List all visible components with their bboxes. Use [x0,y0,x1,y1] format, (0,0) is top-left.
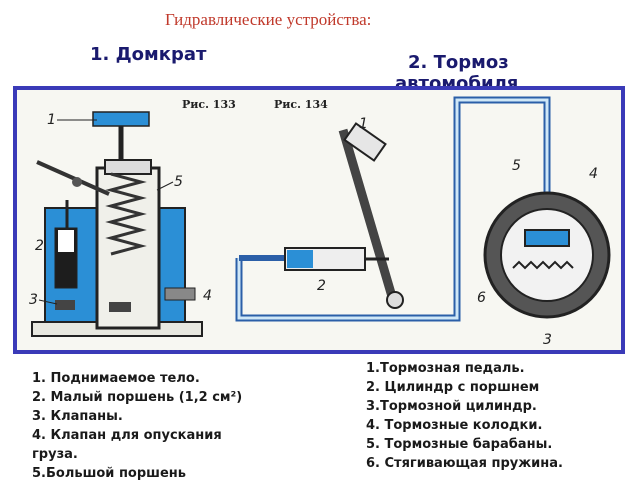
jack-legend-item: 2. Малый поршень (1,2 см²) [32,390,243,405]
piston-spring [105,172,147,256]
brake-illustration: 1 2 3 4 5 6 [235,96,611,348]
brake-callout-5: 5 [512,158,521,174]
jack-legend-item: 5.Большой поршень [32,466,186,481]
brake-pedal[interactable] [343,122,387,162]
brake-callout-4: 4 [589,166,598,182]
jack-callout-4: 4 [203,288,212,304]
release-valve [164,287,196,301]
brake-callout-2: 2 [317,278,326,294]
diagram-frame: Рис. 133 Рис. 134 1 2 3 4 5 [13,86,625,354]
small-piston [58,230,74,252]
brake-legend-item: 4. Тормозные колодки. [366,418,543,433]
jack-heading: 1. Домкрат [90,44,207,65]
brake-line-inner [237,98,549,320]
jack-callout-5: 5 [174,174,183,190]
jack-legend-item: 1. Поднимаемое тело. [32,371,200,386]
fig-label-134: Рис. 134 [274,98,328,111]
wheel-cylinder [524,229,570,247]
return-spring [512,260,574,270]
brake-legend-item: 1.Тормозная педаль. [366,361,525,376]
drum-inner [500,208,594,302]
lifted-load [92,111,150,127]
brake-legend-item: 6. Стягивающая пружина. [366,456,563,471]
jack-legend: 1. Поднимаемое тело. 2. Малый поршень (1… [32,370,242,484]
large-piston-top [104,159,152,175]
jack-legend-item: 4. Клапан для опускания [32,428,222,443]
pump-handle [36,160,110,196]
page-title: Гидравлические устройства: [165,10,372,29]
jack-legend-item: 3. Клапаны. [32,409,123,424]
jack-callout-1: 1 [47,112,56,128]
jack-callout-2: 2 [35,238,44,254]
jack-callout-3: 3 [29,292,38,308]
brake-callout-1: 1 [359,116,368,132]
brake-heading-line1: 2. Тормоз [408,52,509,73]
master-fluid [287,250,313,268]
valve-left [55,300,75,310]
pedal-pivot [386,291,404,309]
brake-legend-item: 5. Тормозные барабаны. [366,437,553,452]
brake-callout-3: 3 [543,332,552,348]
jack-illustration: 1 2 3 4 5 [29,111,212,337]
brake-legend-item: 2. Цилиндр с поршнем [366,380,540,395]
brake-legend: 1.Тормозная педаль. 2. Цилиндр с поршнем… [366,360,563,474]
callout-line [156,181,174,191]
hydraulics-diagram: Рис. 133 Рис. 134 1 2 3 4 5 [29,96,611,348]
handle-pivot [72,177,82,187]
fig-label-133: Рис. 133 [182,98,236,111]
jack-legend-item: груза. [32,447,78,462]
brake-callout-6: 6 [477,290,486,306]
brake-legend-item: 3.Тормозной цилиндр. [366,399,537,414]
valve-right [109,302,131,312]
callout-line [38,299,58,305]
brake-pedal-lever [338,128,398,302]
